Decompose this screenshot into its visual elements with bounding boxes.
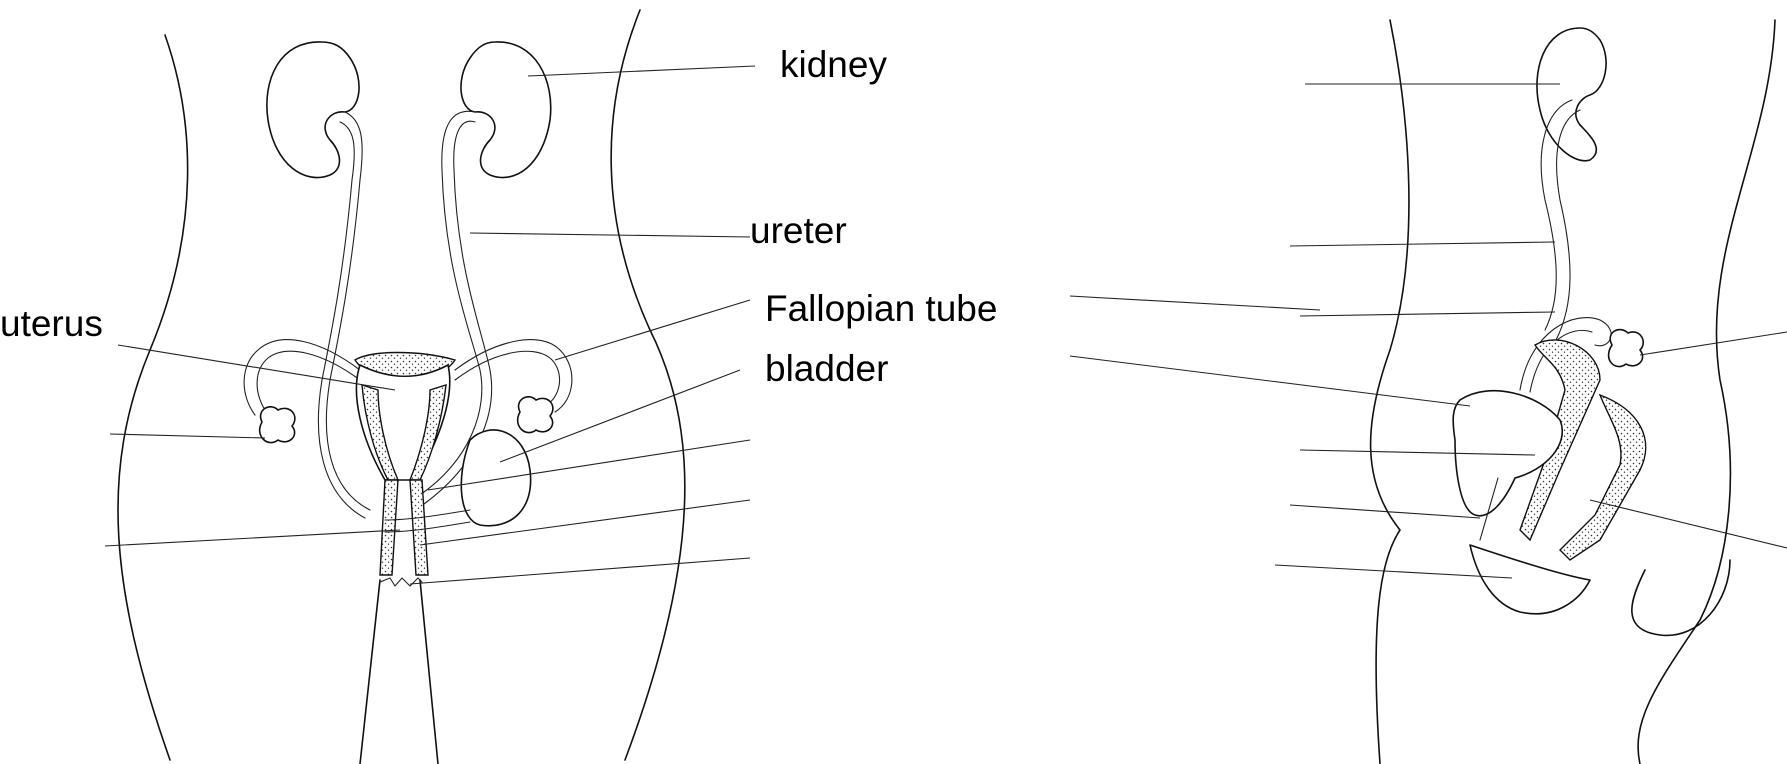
leader-ovary-left <box>110 434 265 438</box>
ovary-right <box>518 397 553 433</box>
kidney-left <box>267 42 359 178</box>
label-kidney: kidney <box>780 46 887 83</box>
side-body-front <box>1371 20 1409 764</box>
side-buttock <box>1632 560 1730 635</box>
fallopian-tube-left-inner <box>257 351 360 410</box>
leg-line-right <box>420 580 438 764</box>
front-view <box>105 10 755 764</box>
side-leader-rectum <box>1590 500 1787 548</box>
label-bladder: bladder <box>765 350 888 387</box>
leader-fallopian-label <box>1070 296 1320 310</box>
leader-fallopian-front <box>555 300 750 360</box>
leader-vulva <box>410 558 750 584</box>
side-leader-ovary <box>1640 332 1787 355</box>
vagina-right <box>410 480 428 575</box>
body-outline-right <box>611 10 685 760</box>
leg-line-left <box>360 580 380 764</box>
label-fallopian-tube: Fallopian tube <box>765 290 997 327</box>
vagina-left <box>380 480 398 575</box>
fallopian-tube-right <box>455 340 572 412</box>
bladder-front <box>461 430 530 526</box>
kidney-right <box>461 42 551 178</box>
vulva <box>380 578 422 586</box>
body-outline-left <box>118 35 188 760</box>
side-leader-bladder <box>1070 356 1470 406</box>
leader-urethra <box>105 530 400 546</box>
urethra-front <box>385 510 470 520</box>
side-kidney <box>1537 28 1606 161</box>
side-ovary <box>1609 330 1644 367</box>
side-body-back <box>1638 20 1775 764</box>
side-leader-ureter <box>1290 242 1555 246</box>
leader-ureter <box>470 233 750 237</box>
label-uterus: uterus <box>0 305 103 342</box>
side-leader-fallopian <box>1300 312 1555 316</box>
ovary-left <box>260 407 295 443</box>
leader-kidney <box>528 66 755 76</box>
label-ureter: ureter <box>750 212 847 249</box>
side-view <box>1070 20 1787 764</box>
